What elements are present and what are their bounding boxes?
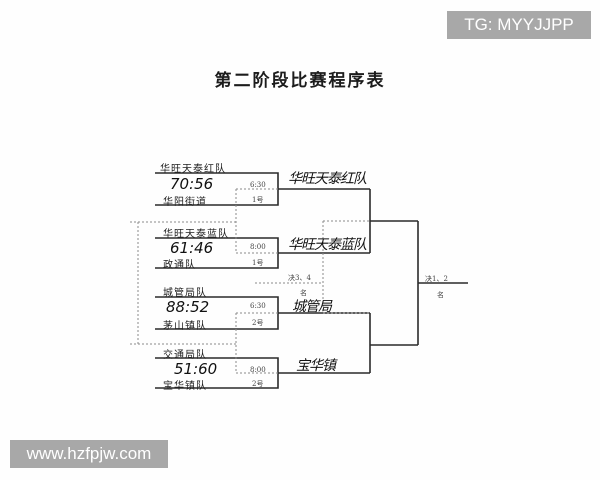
match-time: 6:30 [250, 181, 266, 189]
match-score: 61:46 [170, 239, 214, 257]
match-time: 8:00 [250, 366, 266, 374]
match-time: 8:00 [250, 243, 266, 251]
team-bottom: 茅山镇队 [163, 321, 207, 332]
court-number: 2号 [252, 380, 264, 388]
team-top: 华旺天泰红队 [160, 164, 226, 175]
match-score: 88:52 [166, 298, 210, 316]
third-place-suffix: 名 [300, 289, 307, 297]
team-top: 华旺天泰蓝队 [163, 229, 229, 240]
court-number: 2号 [252, 319, 264, 327]
match-score: 70:56 [170, 175, 214, 193]
team-bottom: 华阳街道 [163, 197, 207, 208]
winner-handwritten: 华旺天泰红队 [288, 171, 367, 187]
final-suffix: 名 [437, 291, 444, 299]
match-time: 6:30 [250, 302, 266, 310]
winner-handwritten: 城管局 [292, 299, 332, 315]
team-bottom: 宝华镇队 [163, 381, 207, 392]
watermark-telegram: TG: MYYJJPP [447, 11, 591, 39]
page-title: 第二阶段比赛程序表 [214, 71, 386, 91]
watermark-website: www.hzfpjw.com [10, 440, 168, 468]
final-label: 决1、2 [425, 275, 448, 283]
match-score: 51:60 [174, 360, 218, 378]
winner-handwritten: 宝华镇 [296, 358, 336, 374]
winner-handwritten: 华旺天泰蓝队 [288, 237, 367, 253]
court-number: 1号 [252, 259, 264, 267]
third-place-label: 决3、4 [288, 274, 311, 282]
team-top: 城管局队 [163, 288, 207, 299]
team-bottom: 政通队 [163, 260, 196, 271]
court-number: 1号 [252, 196, 264, 204]
team-top: 交通局队 [163, 350, 207, 361]
